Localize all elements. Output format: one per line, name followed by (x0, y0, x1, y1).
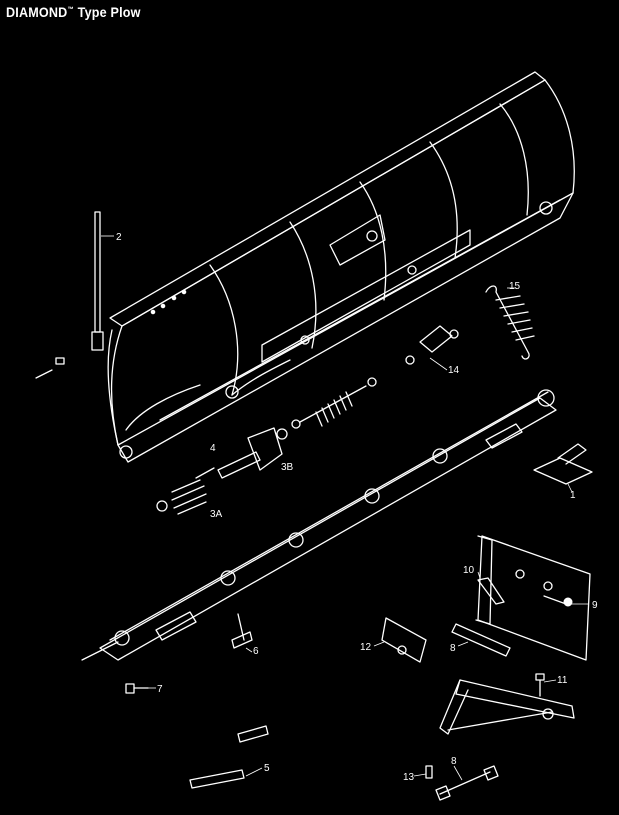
callout-12: 12 (360, 642, 372, 653)
callout-15: 15 (509, 281, 521, 292)
part-14-bracket (405, 325, 459, 371)
callout-2: 2 (116, 232, 122, 243)
title-brand: DIAMOND (6, 4, 68, 20)
mount-plate (475, 535, 591, 661)
part-13-pin (413, 765, 433, 779)
part-3a-spring (156, 467, 215, 515)
a-frame (439, 679, 575, 735)
part-1-shoe (533, 443, 593, 493)
callout-10: 10 (463, 565, 475, 576)
part-6-pin (231, 613, 253, 653)
part-10-bolt (477, 571, 505, 605)
callout-13: 13 (403, 772, 415, 783)
part-9-bolt (543, 595, 588, 605)
title-trademark: ™ (67, 6, 74, 14)
part-7-bolt (125, 683, 156, 694)
moldboard-blade (107, 71, 575, 463)
part-11-bolt (535, 673, 557, 697)
callout-3a: 3A (210, 509, 223, 520)
diagram-title: DIAMOND™ Type Plow (6, 4, 141, 20)
callout-1: 1 (570, 490, 576, 501)
callout-7: 7 (157, 684, 163, 695)
bolt-left (35, 357, 65, 379)
callout-5: 5 (264, 763, 270, 774)
callout-8: 8 (450, 643, 456, 654)
callout-11: 11 (557, 675, 568, 686)
callout-labels: 2 15 14 4 3B 1 3A 10 9 12 8 6 11 7 5 13 … (116, 232, 598, 783)
part-4-pin (217, 427, 288, 479)
part-5-pin (189, 725, 269, 789)
callout-8-lower: 8 (451, 756, 457, 767)
spring-assembly-center (291, 377, 377, 429)
callout-3b: 3B (281, 462, 294, 473)
callout-4: 4 (210, 443, 216, 454)
callout-14: 14 (448, 365, 460, 376)
part-8-lower-pin (435, 765, 499, 801)
part-2-rod (91, 211, 114, 351)
main-pivot-bar (81, 389, 557, 661)
part-8-cylinder (451, 623, 511, 657)
callout-9: 9 (592, 600, 598, 611)
part-15-spring (485, 285, 535, 360)
title-rest: Type Plow (73, 4, 141, 20)
part-12-bracket (373, 617, 427, 663)
callout-6: 6 (253, 646, 259, 657)
